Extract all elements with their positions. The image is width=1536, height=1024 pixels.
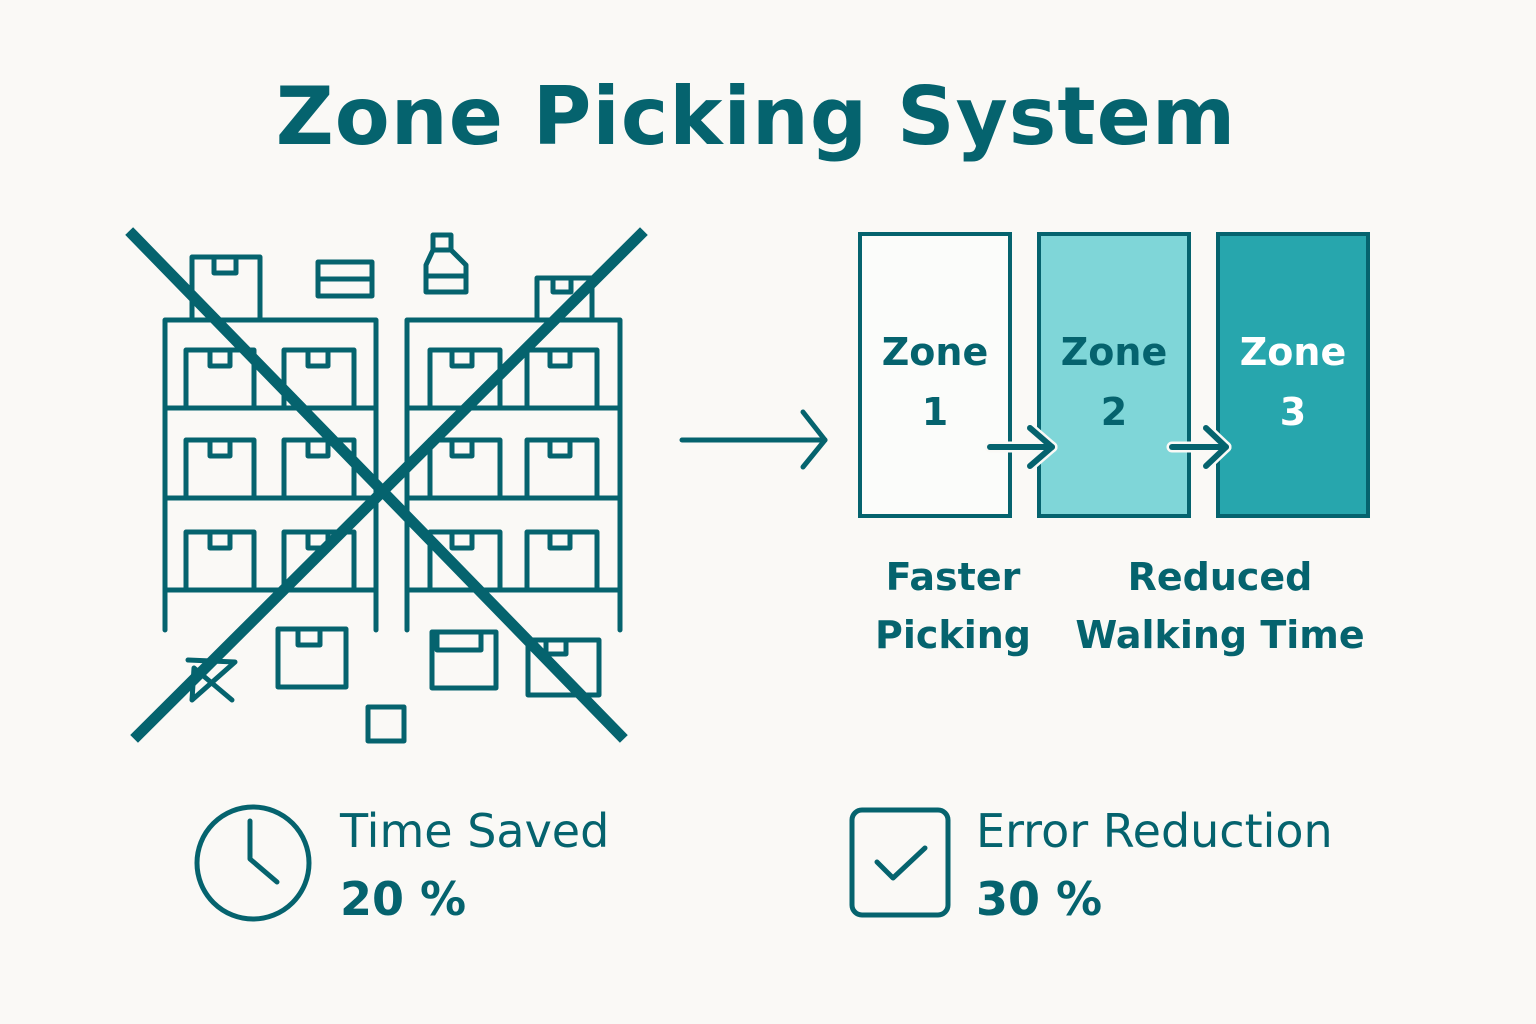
checkbox-check-icon [849, 807, 951, 918]
benefit-line: Faster [885, 555, 1021, 599]
zone-3-box: Zone 3 [1216, 232, 1370, 518]
benefit-line: Walking Time [1075, 613, 1365, 657]
benefit-reduced-walking-time: Reduced Walking Time [1070, 548, 1370, 664]
benefit-faster-picking: Faster Picking [860, 548, 1046, 664]
crossed-out-x-icon [125, 227, 648, 743]
zone-2-number: 2 [1100, 390, 1128, 434]
time-saved-label: Time Saved [340, 804, 610, 858]
benefit-line: Picking [875, 613, 1031, 657]
error-reduction-value: 30 % [976, 872, 1103, 926]
arrow-right-icon [984, 422, 1058, 472]
zone-2-label: Zone [1060, 330, 1168, 374]
zone-3-number: 3 [1279, 390, 1307, 434]
error-reduction-label: Error Reduction [976, 804, 1333, 858]
zone-1-number: 1 [921, 390, 949, 434]
time-saved-value: 20 % [340, 872, 467, 926]
benefit-line: Reduced [1127, 555, 1313, 599]
zone-1-box: Zone 1 [858, 232, 1012, 518]
zone-1-label: Zone [881, 330, 989, 374]
clock-icon [194, 804, 312, 922]
bottle-icon [423, 232, 469, 295]
arrow-right-icon [1166, 422, 1232, 472]
zone-2-box: Zone 2 [1037, 232, 1191, 518]
page-title: Zone Picking System [275, 70, 1237, 163]
zone-3-label: Zone [1239, 330, 1347, 374]
